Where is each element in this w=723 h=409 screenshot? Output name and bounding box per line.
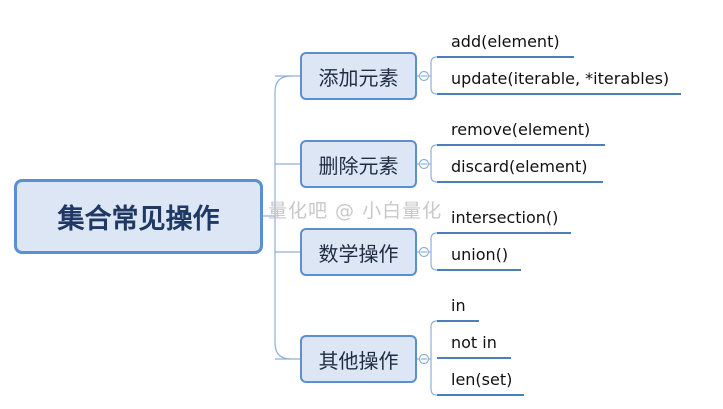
leaf-bracket-3 (430, 320, 438, 396)
leaf-union: union() (451, 245, 509, 264)
leaf-not-in: not in (451, 333, 497, 352)
branch-node-add: 添加元素 (300, 52, 417, 100)
branch-node-other: 其他操作 (300, 335, 417, 383)
branch-node-math: 数学操作 (300, 228, 417, 276)
branch-node-remove: 删除元素 (300, 140, 417, 188)
leaf-in: in (451, 296, 466, 315)
leaf-remove-element: remove(element) (451, 120, 591, 139)
leaf-len-set: len(set) (451, 370, 513, 389)
root-node: 集合常见操作 (14, 179, 263, 254)
root-label: 集合常见操作 (57, 204, 220, 235)
leaf-bracket-2 (430, 232, 438, 271)
trunk-line (274, 75, 292, 360)
leaf-add-element: add(element) (451, 32, 560, 51)
watermark: 量化吧 @ 小白量化 (268, 200, 443, 222)
leaf-bracket-1 (430, 144, 438, 183)
branch-label-add: 添加元素 (318, 65, 399, 90)
branch-label-other: 其他操作 (318, 348, 399, 373)
leaf-update-iterable: update(iterable, *iterables) (451, 69, 670, 88)
leaf-bracket-0 (430, 56, 438, 95)
branch-label-math: 数学操作 (318, 241, 399, 266)
branch-label-remove: 删除元素 (318, 153, 399, 178)
leaf-intersection: intersection() (451, 208, 559, 227)
leaf-discard-element: discard(element) (451, 157, 588, 176)
